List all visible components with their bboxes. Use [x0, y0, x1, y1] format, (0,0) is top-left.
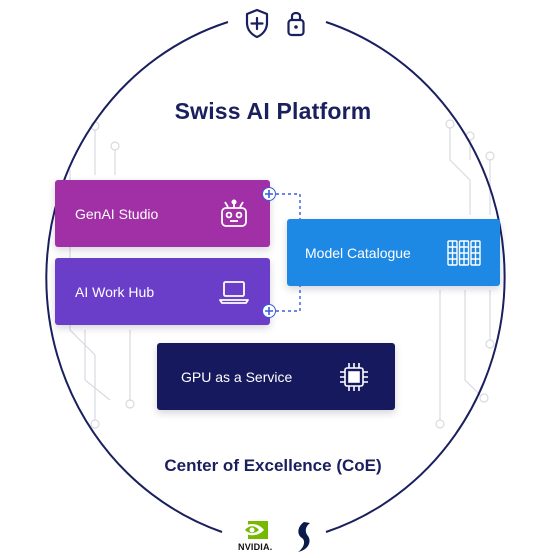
platform-circle	[325, 21, 506, 533]
grid-catalogue-icon	[446, 238, 482, 268]
card-genai-studio[interactable]: GenAI Studio	[55, 180, 270, 247]
swisscom-logo	[298, 522, 310, 552]
connector-plus-top[interactable]	[262, 187, 276, 201]
card-gpu-as-a-service[interactable]: GPU as a Service	[157, 343, 395, 410]
plus-icon	[265, 190, 273, 198]
robot-icon	[218, 198, 250, 230]
platform-circle	[45, 21, 229, 533]
card-ai-work-hub[interactable]: AI Work Hub	[55, 258, 270, 325]
padlock-icon	[287, 11, 305, 37]
connector-plus-bottom[interactable]	[262, 304, 276, 318]
card-model-catalogue[interactable]: Model Catalogue	[287, 219, 500, 286]
card-label: GPU as a Service	[181, 368, 293, 385]
footer-title: Center of Excellence (CoE)	[164, 456, 382, 475]
connector-lines	[276, 193, 301, 312]
top-icons	[240, 6, 310, 42]
nvidia-wordmark: NVIDIA.	[238, 542, 273, 552]
page-title: Swiss AI Platform	[174, 98, 372, 124]
partner-logos: NVIDIA.	[232, 518, 322, 556]
laptop-icon	[218, 278, 250, 306]
nvidia-logo	[240, 521, 268, 539]
plus-icon	[265, 307, 273, 315]
card-label: GenAI Studio	[75, 205, 159, 222]
chip-icon	[337, 360, 371, 394]
card-label: AI Work Hub	[75, 283, 155, 300]
shield-plus-icon	[245, 8, 269, 39]
card-label: Model Catalogue	[305, 244, 411, 261]
circuit-traces	[69, 119, 495, 429]
